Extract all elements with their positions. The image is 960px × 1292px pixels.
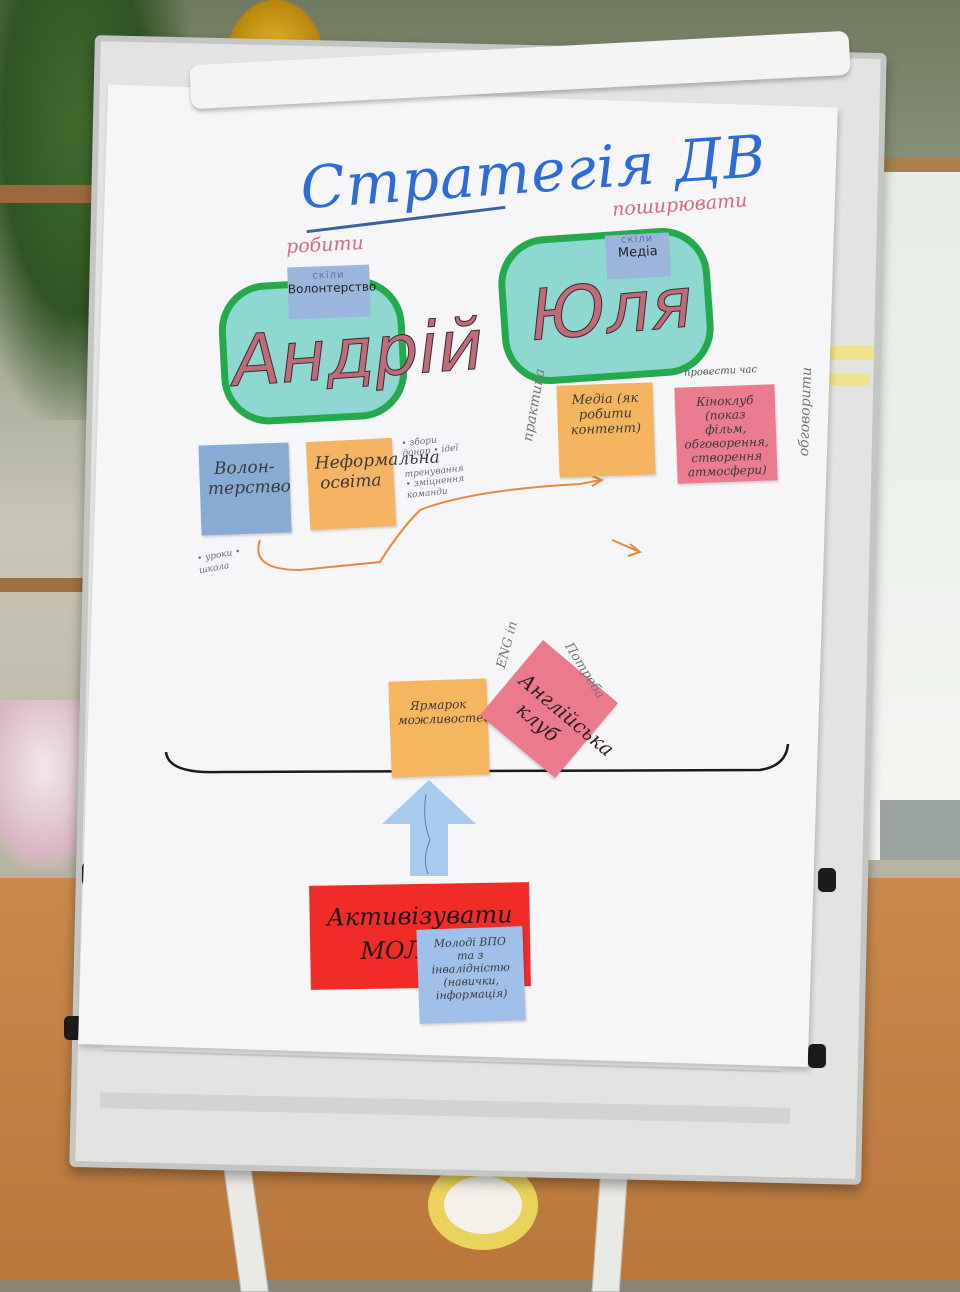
note-media: Медіа (як робити контент) [556,382,656,478]
up-arrow-icon [382,780,476,876]
note-opportunity-fair: Ярмарок можливостей [388,678,491,778]
sticky-tab [826,374,870,386]
note-youth-vpo: Молоді ВПО та з інвалідністю (навички, і… [416,926,526,1024]
timeline-line [164,743,790,774]
skill-tag-right: скіли Медіа [604,232,672,280]
skill-text: Волонтерство [287,279,377,297]
note-volunteering: Волон-терство [198,442,292,536]
easel-knob [818,868,836,892]
skill-text: Медіа [617,243,659,262]
note-kinoklub: Кіноклуб (показ фільм, обговорення, ство… [674,384,778,484]
label-robyty: робити [285,231,365,259]
skill-tag-left: скіли Волонтерство [287,264,377,320]
easel-knob [64,1016,82,1040]
orange-connector [257,475,643,572]
name-andrii: Андрій [229,303,487,403]
label-obgovoryty: обговорити [796,366,816,457]
book-stack [880,800,960,860]
sticky-tab [826,346,874,360]
easel-knob [808,1044,826,1068]
note-nonformal-education: Неформальна освіта [305,437,440,531]
nonformal-side-note: • збори донор • ідеї • тренування • зміц… [400,435,465,501]
window-ledge [860,158,960,172]
